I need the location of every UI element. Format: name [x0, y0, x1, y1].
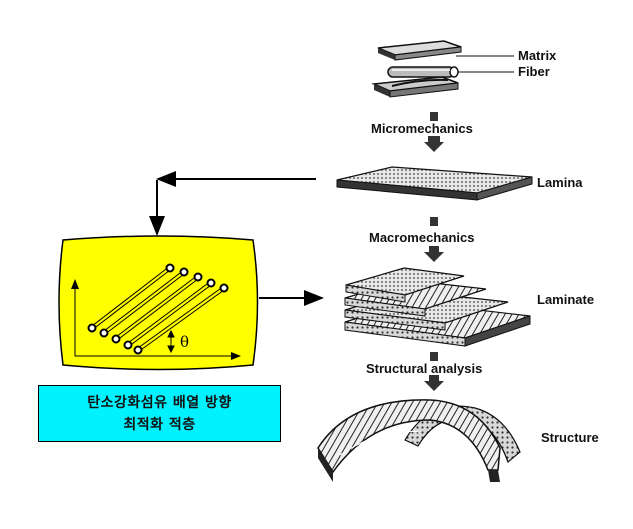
micromechanics-label: Micromechanics — [371, 121, 473, 136]
lamina-plate — [336, 166, 533, 201]
inset-panel — [58, 235, 259, 371]
macromechanics-label: Macromechanics — [369, 230, 475, 245]
laminate-label: Laminate — [537, 292, 595, 307]
matrix-label: Matrix — [518, 48, 557, 63]
caption-line-2: 최적화 적층 — [123, 416, 196, 433]
caption-box: 탄소강화섬유 배열 방향 최적화 적층 — [38, 385, 281, 442]
structure-label: Structure — [541, 430, 599, 445]
laminate-stack — [344, 267, 531, 347]
fiber-label: Fiber — [518, 64, 550, 79]
matrix-fiber-illustration — [371, 40, 514, 98]
fiber-orientation-inset: θ — [58, 235, 259, 371]
flow-arrow-3 — [424, 352, 444, 391]
flow-arrow-1 — [424, 112, 444, 152]
flow-arrow-2 — [424, 217, 444, 262]
fiber-end-rings — [87, 263, 229, 355]
structural-analysis-label: Structural analysis — [366, 361, 483, 376]
lamina-label: Lamina — [537, 175, 583, 190]
caption-line-1: 탄소강화섬유 배열 방향 — [87, 394, 232, 411]
fiber-lines — [91, 265, 225, 353]
feedback-arrow-from-lamina — [149, 171, 316, 236]
theta-label: θ — [180, 333, 189, 351]
angle-indicator — [167, 329, 175, 354]
structure-shell — [317, 399, 521, 482]
